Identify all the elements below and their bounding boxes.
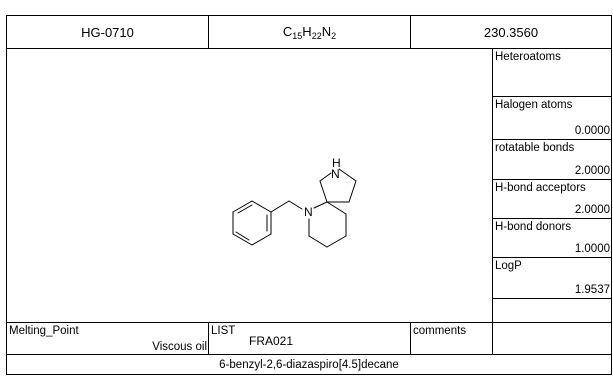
- molecular-formula: C15H22N2: [209, 16, 411, 49]
- property-halogen-atoms: Halogen atoms 0.0000: [493, 97, 611, 140]
- property-logp: LogP 1.9537: [493, 258, 611, 299]
- structure-panel: H N N: [7, 49, 492, 355]
- property-hbond-donors: H-bond donors 1.0000: [493, 219, 611, 258]
- comments-cell: comments: [413, 325, 467, 337]
- compound-name: 6-benzyl-2,6-diazaspiro[4.5]decane: [219, 359, 399, 371]
- bottom-row: Melting_Point Viscous oil LIST FRA021 co…: [7, 322, 611, 355]
- melting-point-cell: Melting_Point Viscous oil: [9, 323, 209, 355]
- compound-card: HG-0710 C15H22N2 230.3560: [6, 15, 612, 375]
- property-rotatable-bonds: rotatable bonds 2.0000: [493, 140, 611, 180]
- properties-panel: Heteroatoms Halogen atoms 0.0000 rotatab…: [492, 49, 611, 355]
- atom-n-amine-label: N: [304, 205, 313, 219]
- list-cell: LIST FRA021: [209, 323, 411, 355]
- atom-n-ring-label: N: [331, 167, 340, 181]
- atom-h-label: H: [332, 156, 341, 170]
- molecule-structure: H N N: [232, 156, 357, 248]
- molecular-mass: 230.3560: [411, 16, 611, 49]
- compound-id: HG-0710: [7, 16, 209, 49]
- property-heteroatoms: Heteroatoms: [493, 49, 611, 97]
- property-hbond-acceptors: H-bond acceptors 2.0000: [493, 180, 611, 219]
